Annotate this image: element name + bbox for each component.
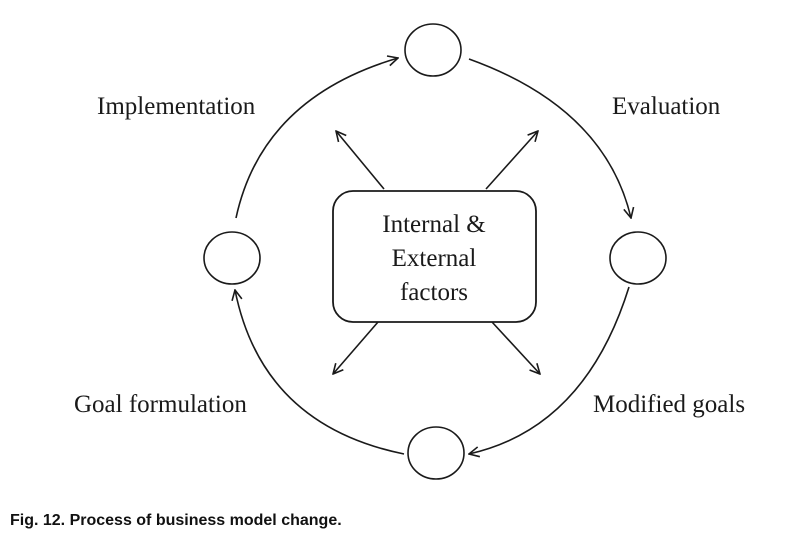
- factor-arrow-upper-right: [485, 131, 538, 190]
- factor-arrow-upper-left: [336, 131, 385, 190]
- center-line-3: factors: [400, 279, 468, 306]
- node-left: [203, 231, 261, 285]
- factor-arrow-lower-right: [491, 321, 540, 374]
- figure-caption: Fig. 12. Process of business model chang…: [10, 512, 342, 529]
- factor-arrow-lower-left: [333, 321, 379, 374]
- node-right: [609, 231, 667, 285]
- node-bottom: [407, 426, 465, 480]
- node-top: [404, 23, 462, 77]
- arc-implementation-to-top: [235, 58, 398, 219]
- center-line-1: Internal &: [382, 211, 485, 238]
- label-implementation: Implementation: [97, 93, 256, 120]
- center-box: [332, 190, 537, 323]
- arc-goal-formulation-to-left: [235, 290, 405, 455]
- label-evaluation: Evaluation: [612, 93, 721, 120]
- arc-right-to-modified-goals: [469, 286, 630, 454]
- center-line-2: External: [392, 245, 477, 272]
- label-modified-goals: Modified goals: [593, 391, 745, 418]
- arc-top-to-evaluation: [468, 58, 631, 218]
- label-goal-formulation: Goal formulation: [74, 391, 247, 418]
